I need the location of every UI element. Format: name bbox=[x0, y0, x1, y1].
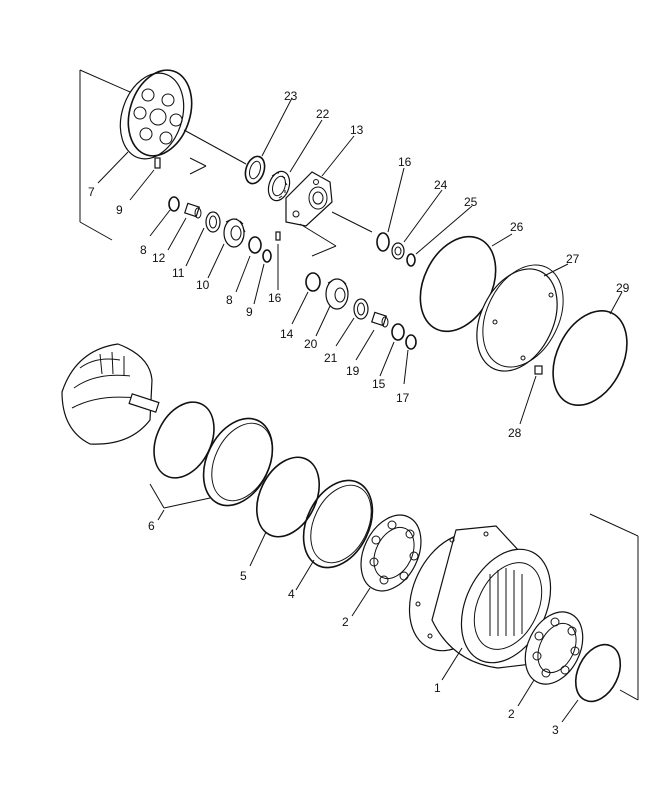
label-part-16: 16 bbox=[398, 155, 412, 169]
label-part-8a: 8 bbox=[140, 243, 147, 257]
label-part-22: 22 bbox=[316, 107, 330, 121]
label-part-1: 1 bbox=[434, 681, 441, 695]
label-part-11: 10 bbox=[196, 278, 210, 292]
clip-part-17 bbox=[405, 334, 417, 350]
ball-bearing-part-2b bbox=[524, 611, 584, 685]
washer-part-25 bbox=[406, 253, 416, 267]
washer-part-8b bbox=[248, 236, 262, 254]
clip-part-16 bbox=[376, 232, 390, 252]
plug-part-28 bbox=[534, 365, 543, 375]
label-part-3: 3 bbox=[552, 723, 559, 737]
carrier-disc bbox=[119, 69, 193, 160]
gear-part-11 bbox=[223, 218, 246, 248]
bracket-upper-left bbox=[79, 69, 131, 241]
nut-part-9 bbox=[262, 249, 272, 263]
label-part-29: 29 bbox=[616, 281, 630, 295]
label-part-6: 6 bbox=[148, 519, 155, 533]
bushing-part-19 bbox=[370, 311, 389, 328]
ring-part-23 bbox=[244, 155, 266, 185]
flange-part-14 bbox=[285, 171, 333, 227]
washer-part-15b bbox=[391, 323, 405, 341]
label-part-13: 12 bbox=[152, 251, 166, 265]
label-part-5: 5 bbox=[240, 569, 247, 583]
label-part-2b: 2 bbox=[508, 707, 515, 721]
cover-part-27 bbox=[476, 264, 564, 372]
label-part-15b: 15 bbox=[372, 377, 386, 391]
washer-part-8a bbox=[168, 196, 180, 212]
label-part-19: 19 bbox=[346, 364, 360, 378]
label-part-10: 9 bbox=[116, 203, 123, 217]
ball-bearing-part-2a bbox=[360, 514, 422, 592]
bearing-part-24 bbox=[391, 242, 405, 260]
label-part-4: 4 bbox=[288, 587, 295, 601]
leader-lines bbox=[97, 97, 623, 723]
label-part-28: 28 bbox=[508, 426, 522, 440]
pin-part-18 bbox=[275, 231, 281, 241]
gear-part-20 bbox=[325, 278, 349, 310]
bearing-part-12 bbox=[205, 211, 221, 233]
label-part-9: 9 bbox=[246, 305, 253, 319]
label-part-21: 21 bbox=[324, 351, 338, 365]
bushing-part-13 bbox=[183, 202, 202, 219]
bracket-lower-right bbox=[589, 513, 639, 701]
label-part-23: 23 bbox=[284, 89, 298, 103]
label-part-2a: 2 bbox=[342, 615, 349, 629]
label-part-20: 20 bbox=[304, 337, 318, 351]
label-part-12: 11 bbox=[172, 266, 185, 280]
part-labels: 7 9 8 12 11 10 8 9 16 23 22 13 16 24 25 … bbox=[88, 89, 630, 737]
label-part-7: 7 bbox=[88, 185, 95, 199]
ring-part-4 bbox=[302, 479, 374, 569]
bearing-part-22 bbox=[267, 170, 291, 202]
label-part-24: 24 bbox=[434, 178, 448, 192]
label-part-25: 25 bbox=[464, 195, 478, 209]
washer-part-15a bbox=[305, 272, 321, 292]
o-ring-part-5 bbox=[256, 456, 320, 538]
label-part-17: 17 bbox=[396, 391, 410, 405]
snap-ring-part-3 bbox=[574, 643, 622, 703]
label-part-27: 27 bbox=[566, 252, 580, 266]
snap-ring-part-29 bbox=[552, 309, 628, 407]
label-part-26: 26 bbox=[510, 220, 524, 234]
motor-housing bbox=[61, 343, 160, 445]
label-part-8b: 8 bbox=[226, 293, 233, 307]
label-part-18: 16 bbox=[268, 291, 282, 305]
label-part-15a: 14 bbox=[280, 327, 294, 341]
seal-ring-part-6b bbox=[202, 417, 274, 507]
pin-part-10 bbox=[154, 157, 161, 169]
label-part-14: 13 bbox=[350, 123, 364, 137]
bearing-part-21 bbox=[353, 298, 369, 320]
